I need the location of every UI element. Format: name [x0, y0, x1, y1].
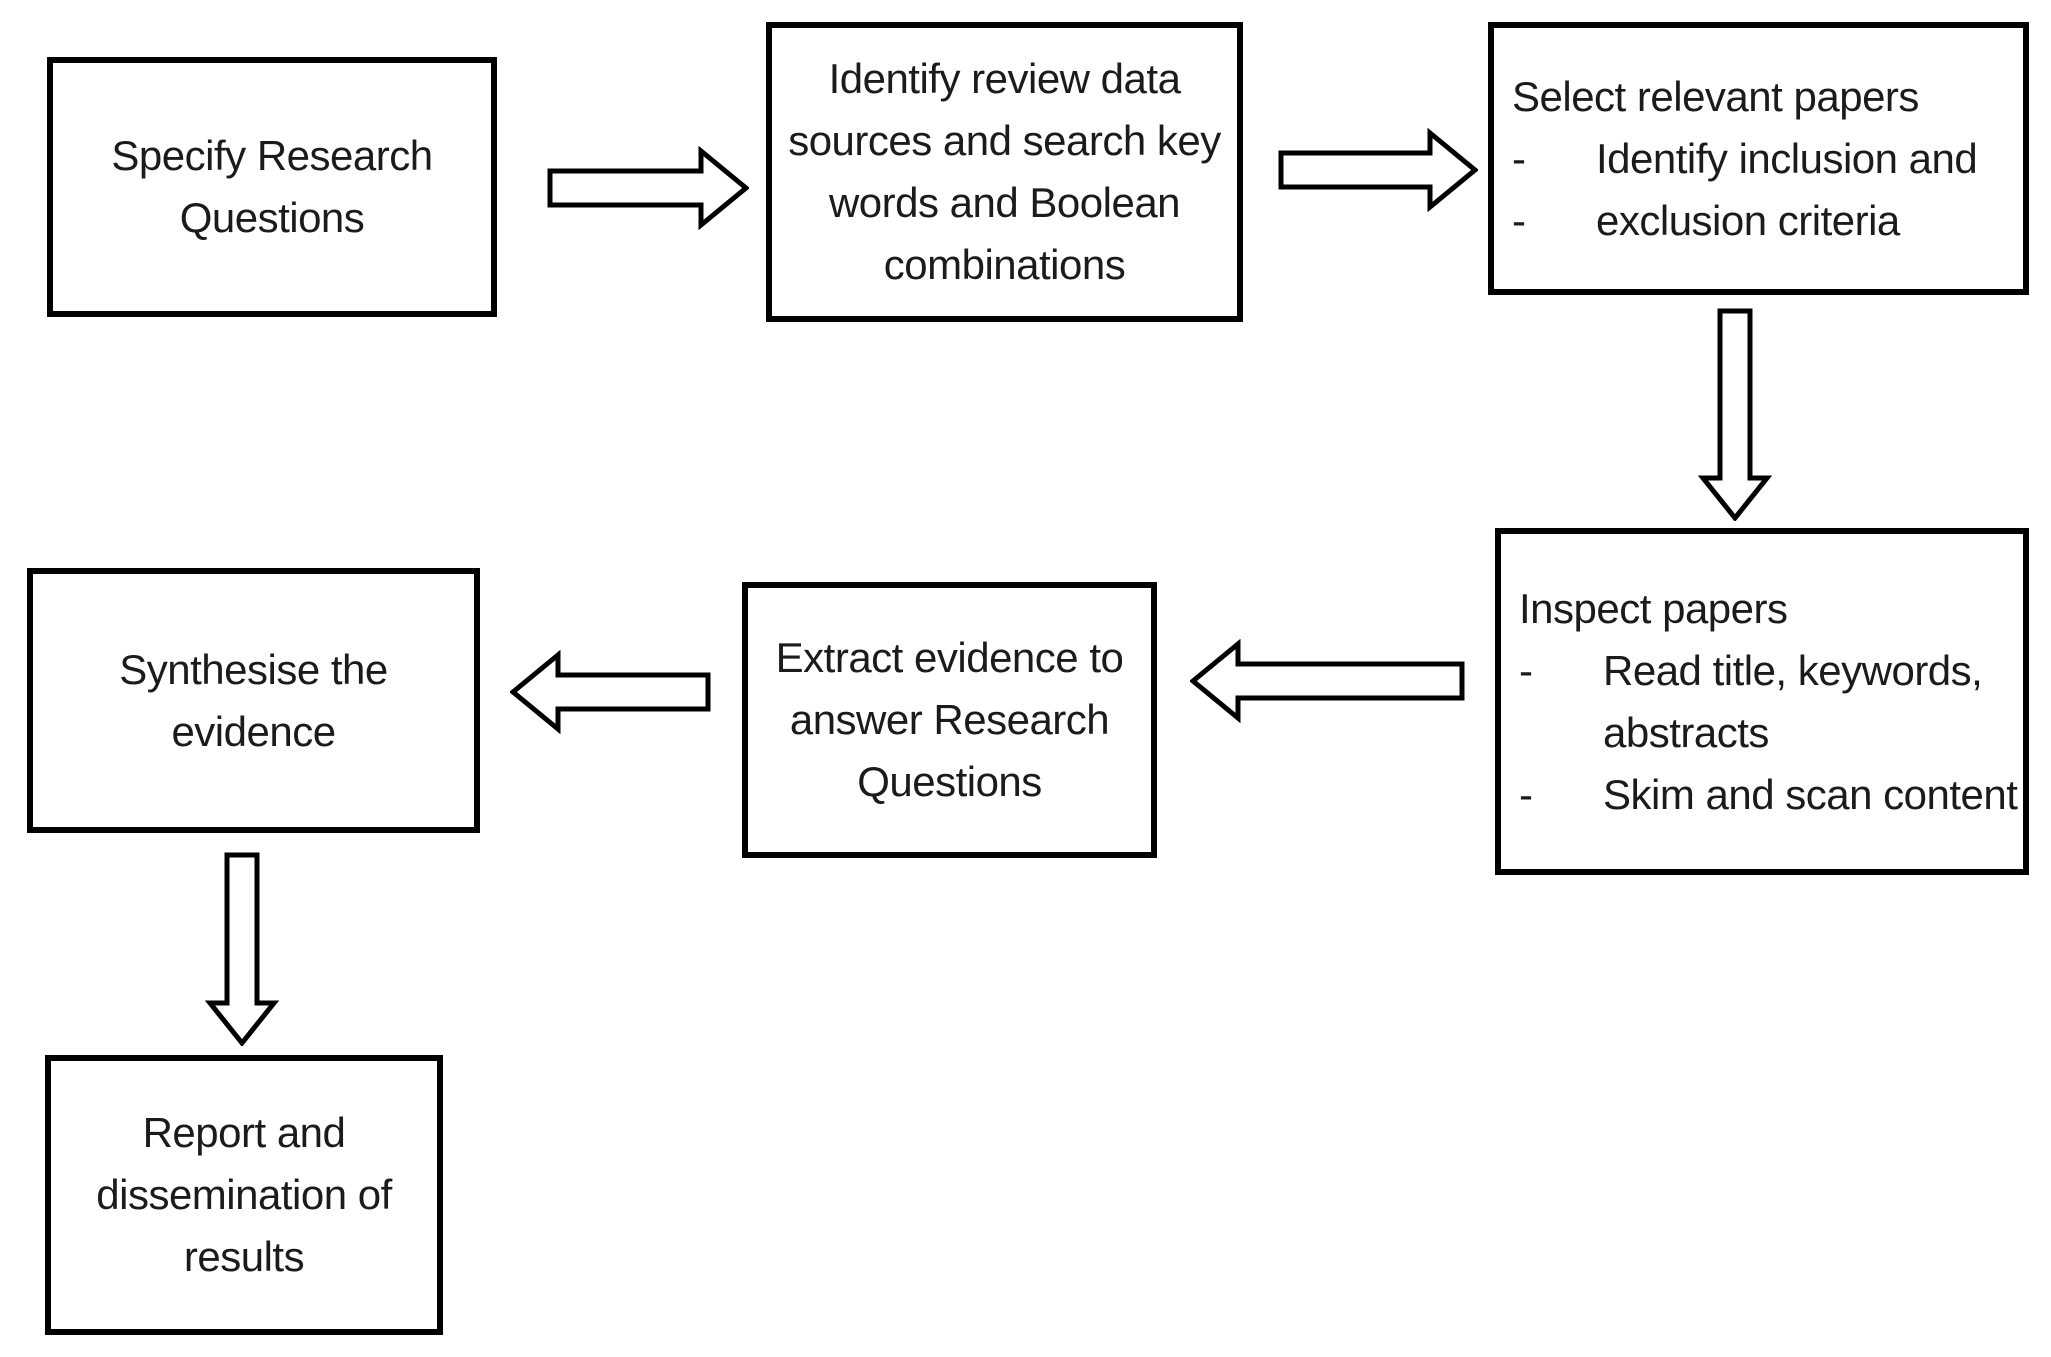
flow-arrow-inspect-to-extract	[1190, 639, 1465, 723]
bullet-dash: -	[1519, 770, 1533, 818]
flow-arrow-select-to-inspect	[1693, 308, 1777, 521]
node-select-relevant-papers: Select relevant papers - Identify inclus…	[1488, 22, 2029, 295]
node-bullet-line: - exclusion criteria	[1512, 190, 2013, 252]
node-bullet-line: - Skim and scan content	[1519, 764, 2018, 826]
right-arrow-icon	[547, 146, 749, 230]
node-text-line: dissemination of	[96, 1171, 392, 1218]
node-bullet-line: - Read title, keywords,	[1519, 640, 2013, 702]
node-extract-evidence: Extract evidence to answer Research Ques…	[742, 582, 1157, 858]
bullet-dash: -	[1512, 196, 1526, 244]
node-text-line: evidence	[171, 707, 336, 755]
bullet-text: Identify inclusion and	[1596, 134, 1978, 182]
node-text-line: Identify review data	[828, 55, 1181, 102]
bullet-dash: -	[1512, 134, 1526, 182]
node-text-line: Select relevant papers	[1512, 72, 1919, 120]
node-text-line: sources and search key	[788, 117, 1221, 164]
node-text-line: Inspect papers	[1519, 584, 1788, 632]
node-text-line: Report and	[142, 1109, 346, 1156]
flow-arrow-extract-to-synthesise	[510, 650, 711, 734]
flow-arrow-identify-to-select	[1278, 128, 1478, 212]
flow-arrow-synthesise-to-report	[200, 852, 284, 1046]
node-bullet-line: - Identify inclusion and	[1512, 128, 2013, 190]
bullet-text: Read title, keywords,	[1603, 646, 1983, 694]
node-inspect-papers: Inspect papers - Read title, keywords, a…	[1495, 528, 2029, 875]
node-text-line: answer Research	[789, 696, 1110, 743]
node-report-results: Report and dissemination of results	[45, 1055, 443, 1335]
down-arrow-icon	[204, 852, 280, 1046]
down-arrow-icon	[1697, 308, 1773, 521]
right-arrow-icon	[1278, 128, 1478, 212]
flow-arrow-specify-to-identify	[547, 146, 749, 230]
bullet-text: exclusion criteria	[1596, 196, 1900, 244]
bullet-dash: -	[1519, 646, 1533, 694]
node-text-line: combinations	[883, 241, 1126, 288]
node-text-line: Synthesise the	[119, 645, 388, 693]
node-text-line: abstracts	[1603, 708, 1769, 756]
bullet-text: Skim and scan content	[1603, 770, 2018, 818]
node-synthesise-evidence: Synthesise the evidence	[27, 568, 480, 833]
node-text-line: results	[183, 1233, 305, 1280]
node-text-line: Questions	[179, 194, 365, 241]
left-arrow-icon	[1190, 639, 1465, 723]
node-identify-data-sources: Identify review data sources and search …	[766, 22, 1243, 322]
node-text-line: words and Boolean	[828, 179, 1181, 226]
node-specify-research-questions: Specify Research Questions	[47, 57, 497, 317]
node-text-line: Specify Research	[111, 132, 433, 179]
node-text-line: Extract evidence to	[775, 634, 1124, 681]
left-arrow-icon	[510, 650, 711, 734]
node-text-line: Questions	[857, 758, 1042, 805]
